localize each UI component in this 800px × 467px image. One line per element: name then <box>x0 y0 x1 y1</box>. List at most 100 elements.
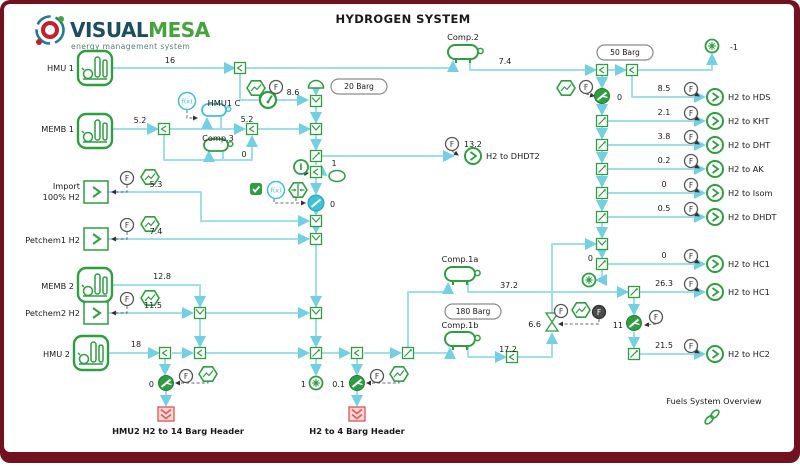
meter-14barg[interactable] <box>178 368 194 384</box>
demand-isom[interactable] <box>706 184 724 202</box>
valve-14barg[interactable] <box>157 374 175 392</box>
optimizer-50barg[interactable] <box>556 80 576 96</box>
petchem2-supply[interactable] <box>83 301 109 325</box>
meter-hc1b[interactable] <box>683 276 699 292</box>
optimizer-20barg[interactable] <box>246 80 266 96</box>
junction-hc2[interactable] <box>627 347 641 361</box>
hc2-value: 21.5 <box>655 341 673 350</box>
demand-hc2[interactable] <box>706 345 724 363</box>
splitter-oval[interactable] <box>309 165 323 179</box>
junction-bottom-a[interactable] <box>350 346 364 360</box>
hmu1c-function-icon[interactable] <box>177 91 197 111</box>
hmu2-unit[interactable] <box>72 334 110 372</box>
export-4barg-header[interactable] <box>348 406 366 422</box>
splitter-isom[interactable] <box>595 186 609 200</box>
splitter-kht[interactable] <box>595 114 609 128</box>
hc1b-label: H2 to HC1 <box>728 287 770 297</box>
gauge-20barg[interactable] <box>258 90 278 110</box>
pressure-pill-180[interactable]: 180 Barg <box>444 303 502 320</box>
junction-memb1[interactable] <box>157 122 171 136</box>
demand-ak[interactable] <box>706 160 724 178</box>
mixer-memb2[interactable] <box>193 306 207 320</box>
function-icon-center[interactable] <box>266 180 286 200</box>
junction-hmu1c-out[interactable] <box>245 122 259 136</box>
meter-dht[interactable] <box>683 129 699 145</box>
visualmesa-logo: VISUALMESA energy management system <box>35 15 211 51</box>
junction-hmu2-a[interactable] <box>158 346 172 360</box>
hc1a-label: H2 to HC1 <box>728 259 770 269</box>
hmu1-unit[interactable] <box>76 49 114 87</box>
optimizer-bowtie[interactable] <box>571 301 591 319</box>
splitter-dht[interactable] <box>595 138 609 152</box>
hds-value: 8.5 <box>658 84 671 93</box>
meter-bowtie-dark[interactable] <box>591 304 607 320</box>
junction-50barg-b[interactable] <box>625 63 639 77</box>
meter-hds[interactable] <box>683 81 699 97</box>
meter-dhdt2[interactable] <box>444 136 460 152</box>
valve-4barg[interactable] <box>348 374 366 392</box>
valve-11[interactable] <box>625 314 643 332</box>
mixer-petchem1[interactable] <box>309 232 323 246</box>
demand-kht[interactable] <box>706 112 724 130</box>
junction-hmu2-b[interactable] <box>193 346 207 360</box>
memb1-value: 5.2 <box>134 116 147 125</box>
junction-bottom-b[interactable] <box>401 346 415 360</box>
junction-hmu1[interactable] <box>233 61 247 75</box>
memb1-label: MEMB 1 <box>41 124 74 134</box>
splitter-dhdt2[interactable] <box>309 149 323 163</box>
demand-dht[interactable] <box>706 136 724 154</box>
stream-oval[interactable] <box>328 169 346 183</box>
mixer-20barg-2[interactable] <box>309 122 323 136</box>
meter-petchem2[interactable] <box>119 291 135 307</box>
logo-ring-inner <box>41 21 59 39</box>
optimizer-4barg[interactable] <box>389 365 409 383</box>
check-icon[interactable] <box>249 182 263 196</box>
petchem1-supply[interactable] <box>83 227 109 251</box>
hp-balance[interactable] <box>581 272 597 288</box>
junction-50barg-a[interactable] <box>595 63 609 77</box>
surplus-balance[interactable] <box>704 38 720 54</box>
splitter-hc1b[interactable] <box>627 285 641 299</box>
mixer-petchem2[interactable] <box>309 306 323 320</box>
pressure-pill-50[interactable]: 50 Barg <box>596 44 654 61</box>
splitter-4barg[interactable] <box>309 346 323 360</box>
export-14barg-header[interactable] <box>157 406 175 422</box>
kht-label: H2 to KHT <box>728 116 770 126</box>
hc1b-value: 26.3 <box>655 279 673 288</box>
demand-hc1a[interactable] <box>706 255 724 273</box>
splitter-hc1[interactable] <box>595 257 609 271</box>
fuels-system-link[interactable]: Fuels System Overview <box>666 396 762 406</box>
mixer-20barg-1[interactable] <box>309 94 323 108</box>
optimizer-14barg[interactable] <box>198 365 218 383</box>
meter-dhdt[interactable] <box>683 201 699 217</box>
meter-20barg[interactable] <box>268 79 284 95</box>
meter-import[interactable] <box>119 170 135 186</box>
meter-isom[interactable] <box>683 177 699 193</box>
constraint-icon-center[interactable] <box>288 182 308 198</box>
meter-ak[interactable] <box>683 153 699 169</box>
meter-hc1a[interactable] <box>683 248 699 264</box>
meter-valve11[interactable] <box>648 309 664 325</box>
meter-hc2[interactable] <box>683 338 699 354</box>
meter-50barg[interactable] <box>578 79 594 95</box>
demand-dhdt2[interactable] <box>464 147 482 165</box>
splitter-ak[interactable] <box>595 162 609 176</box>
demand-dhdt[interactable] <box>706 208 724 226</box>
meter-kht[interactable] <box>683 105 699 121</box>
meter-bowtie[interactable] <box>553 303 569 319</box>
demand-hds[interactable] <box>706 88 724 106</box>
flare-balance[interactable] <box>308 375 324 391</box>
splitter-dhdt[interactable] <box>595 210 609 224</box>
pump-20barg[interactable] <box>307 194 325 212</box>
memb1-unit[interactable] <box>76 112 114 150</box>
mixer-import[interactable] <box>309 214 323 228</box>
meter-4barg[interactable] <box>369 368 385 384</box>
demand-hc1b[interactable] <box>706 283 724 301</box>
meter-petchem1[interactable] <box>119 217 135 233</box>
pressure-pill-20[interactable]: 20 Barg <box>330 78 388 95</box>
integrator-icon-center[interactable] <box>293 159 309 175</box>
memb2-unit[interactable] <box>76 266 114 304</box>
import-h2-supply[interactable] <box>83 180 109 204</box>
valve-50barg[interactable] <box>593 87 611 105</box>
mixer-hp[interactable] <box>595 237 609 251</box>
